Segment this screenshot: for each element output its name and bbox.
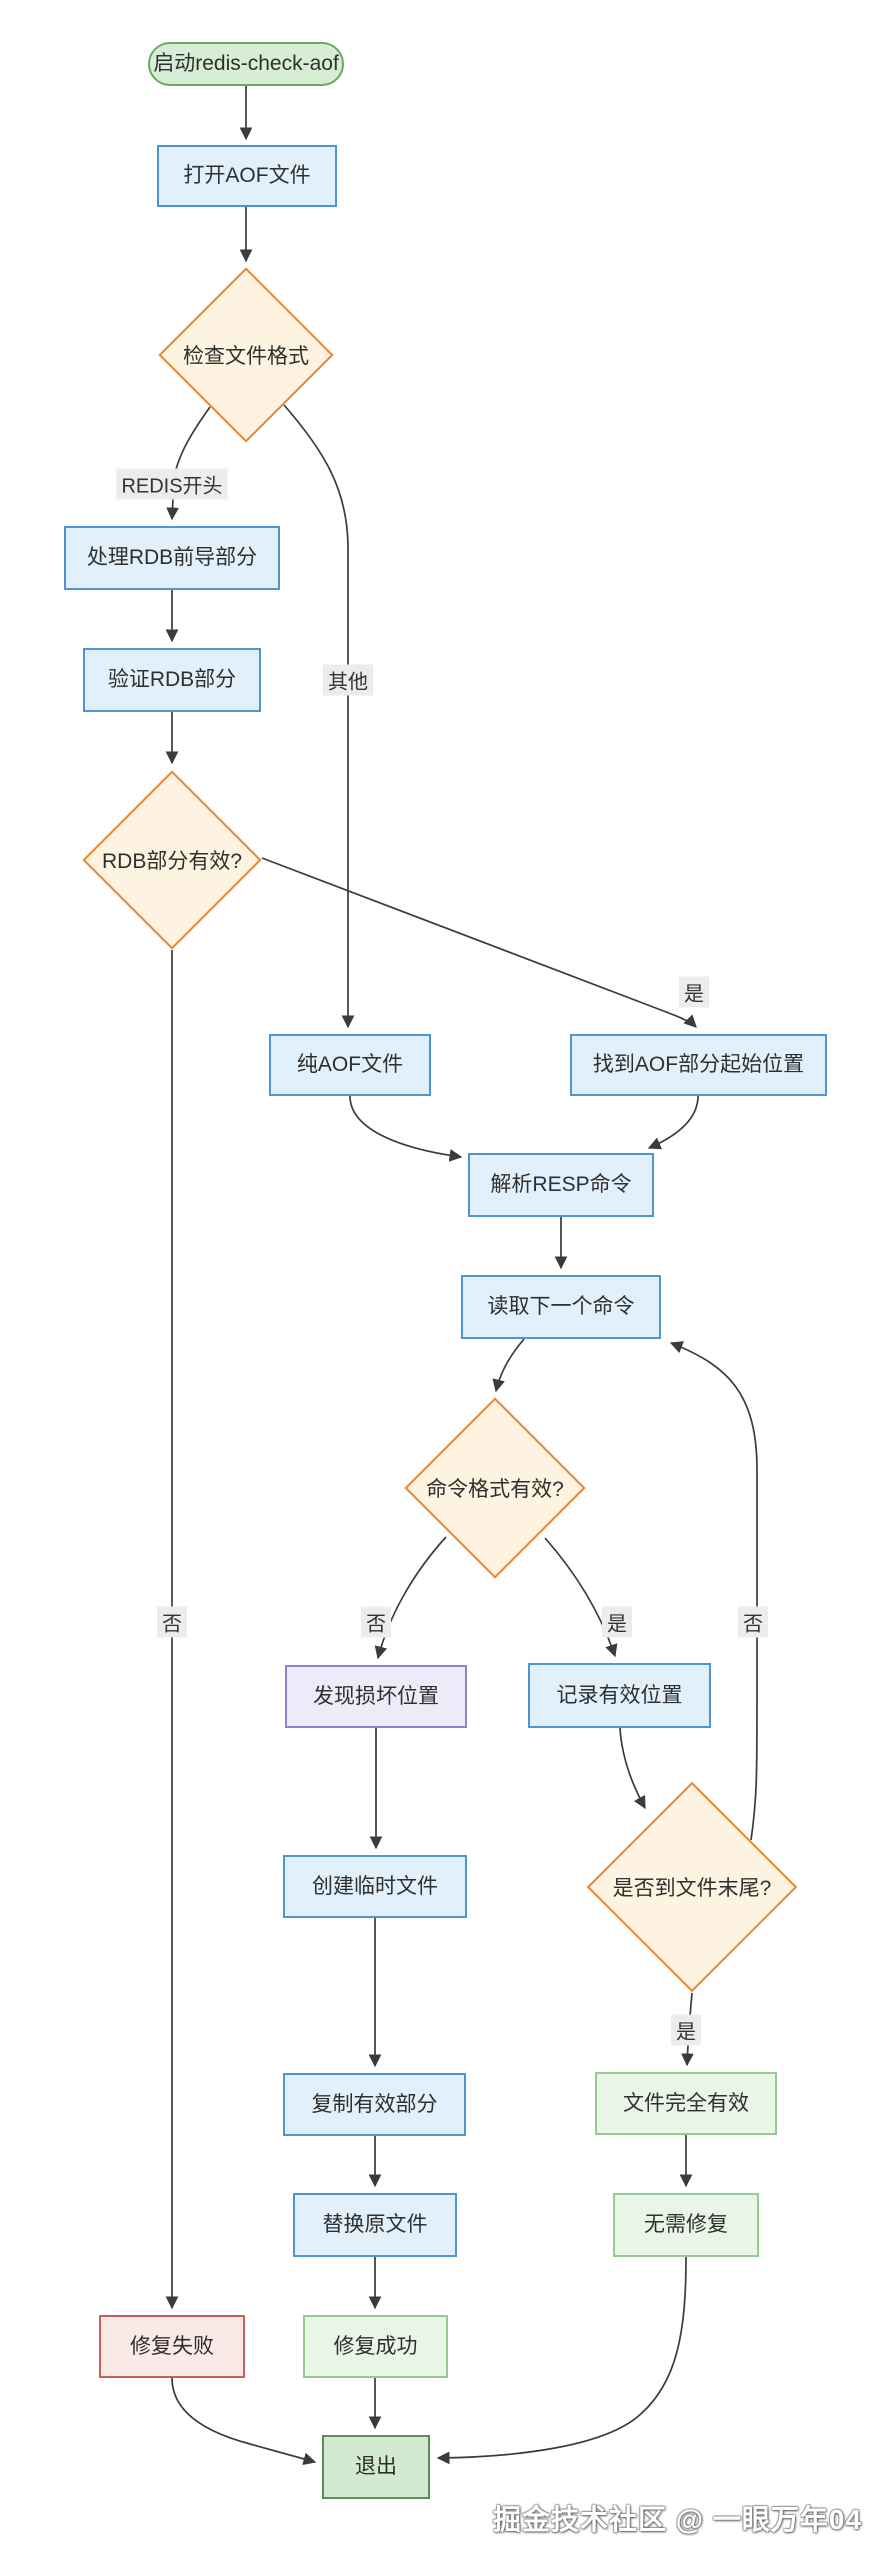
find-aof-start-node: 找到AOF部分起始位置 [570,1034,827,1096]
command-format-valid-decision: 命令格式有效? [404,1397,586,1579]
check-file-format-decision-shape [158,267,334,443]
process-rdb-preamble-node: 处理RDB前导部分 [64,526,280,590]
file-fully-valid-node: 文件完全有效 [595,2072,777,2135]
verify-rdb-part-node: 验证RDB部分 [83,648,261,712]
end-of-file-decision: 是否到文件末尾? [586,1781,798,1993]
end-of-file-decision-shape [586,1781,798,1993]
edge-cmdvalid-to-recordvalid [544,1537,618,1658]
record-valid-position-node: 记录有效位置 [528,1663,711,1728]
rdb-valid-decision: RDB部分有效? [82,770,262,950]
edge-cmdvalid-to-corruptpos [374,1536,447,1660]
label-redis-header: REDIS开头 [116,468,228,500]
command-format-valid-decision-shape [404,1397,586,1579]
label-yes-eof: 是 [671,2014,701,2046]
label-no-cmd: 否 [361,1606,391,1638]
label-no-eof: 否 [738,1606,768,1638]
label-other: 其他 [323,664,373,696]
read-next-command-node: 读取下一个命令 [461,1275,661,1339]
edge-recordvalid-to-eofcheck [619,1727,646,1810]
open-aof-file-node: 打开AOF文件 [157,145,337,207]
exit-node: 退出 [322,2435,430,2499]
copy-valid-part-node: 复制有效部分 [283,2073,466,2136]
found-corrupt-position-node: 发现损坏位置 [285,1665,467,1728]
label-yes-rdb: 是 [679,976,709,1008]
edge-eofcheck-to-readnext [669,1341,758,1841]
label-yes-cmd: 是 [602,1606,632,1638]
edge-checkformat-to-pureaof [283,404,355,1029]
edge-repairfail-to-exit [171,2377,317,2466]
watermark-text: 掘金技术社区 @ 一眼万年04 [492,2504,862,2535]
edge-rdbvalid-to-findaof [261,857,697,1028]
command-format-valid-decision-label: 命令格式有效? [426,1478,564,1501]
no-repair-needed-node: 无需修复 [613,2193,759,2257]
check-file-format-decision-label: 检查文件格式 [183,345,309,368]
edge-findaof-to-parseresp [647,1095,699,1150]
replace-original-file-node: 替换原文件 [293,2193,457,2257]
repair-success-node: 修复成功 [303,2315,448,2378]
edge-norepair-to-exit [436,2256,687,2465]
rdb-valid-decision-shape [82,770,262,950]
create-temp-file-node: 创建临时文件 [283,1855,467,1918]
edge-readnext-to-cmdvalid [492,1338,525,1393]
start-node: 启动redis-check-aof [148,42,344,86]
edge-pureaof-to-parseresp [349,1095,463,1162]
rdb-valid-decision-label: RDB部分有效? [101,850,243,873]
label-no-rdb: 否 [157,1606,187,1638]
parse-resp-command-node: 解析RESP命令 [468,1153,654,1217]
repair-failed-node: 修复失败 [99,2315,245,2378]
end-of-file-decision-label: 是否到文件末尾? [612,1877,772,1900]
pure-aof-file-node: 纯AOF文件 [269,1034,431,1096]
check-file-format-decision: 检查文件格式 [158,267,334,443]
